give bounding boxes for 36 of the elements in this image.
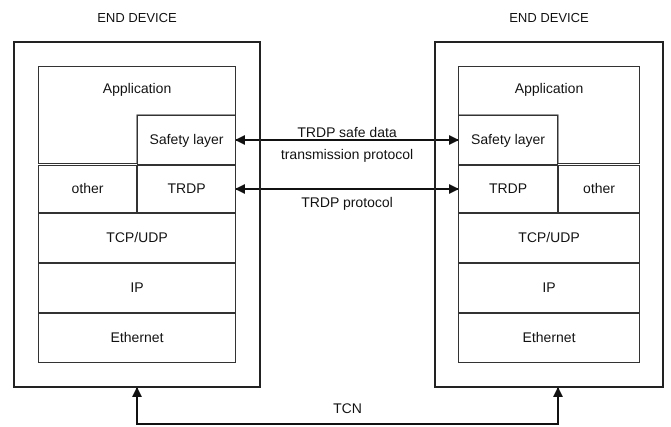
layer-label: IP <box>130 279 144 297</box>
layer-label: Application <box>514 80 584 98</box>
layer-box <box>137 115 236 165</box>
edge-label: TRDP safe data transmission protocol <box>280 123 414 164</box>
layer-box <box>458 313 640 363</box>
layer-box <box>458 213 640 263</box>
device-title: END DEVICE <box>96 10 178 25</box>
layer-box <box>38 213 236 263</box>
layer-label: TCP/UDP <box>106 229 168 247</box>
layer-label: Ethernet <box>522 329 576 347</box>
layer-box <box>458 115 558 165</box>
layer-box <box>38 313 236 363</box>
layer-label: TCP/UDP <box>518 229 580 247</box>
layer-box <box>558 165 640 213</box>
layer-box <box>137 165 236 213</box>
layer-label: TRDP <box>488 180 528 198</box>
layer-box <box>38 263 236 313</box>
application-layer <box>458 66 640 164</box>
double-arrow <box>235 184 459 194</box>
double-arrow <box>235 135 459 145</box>
edge-label: TCN <box>333 400 362 416</box>
layer-box <box>38 165 137 213</box>
layer-label: Safety layer <box>150 131 224 149</box>
layer-label: TRDP <box>167 180 206 198</box>
layer-label: other <box>583 180 615 198</box>
layer-label: IP <box>542 279 556 297</box>
layer-box <box>458 165 558 213</box>
layer-label: Safety layer <box>471 131 545 149</box>
device-title: END DEVICE <box>508 10 590 25</box>
layer-box <box>458 263 640 313</box>
layer-label: Ethernet <box>110 329 164 347</box>
layer-label: other <box>72 180 104 198</box>
edge-label: TRDP protocol <box>301 194 393 210</box>
double-arrow <box>132 387 563 425</box>
layer-label: Application <box>102 80 172 98</box>
application-layer <box>38 66 236 164</box>
